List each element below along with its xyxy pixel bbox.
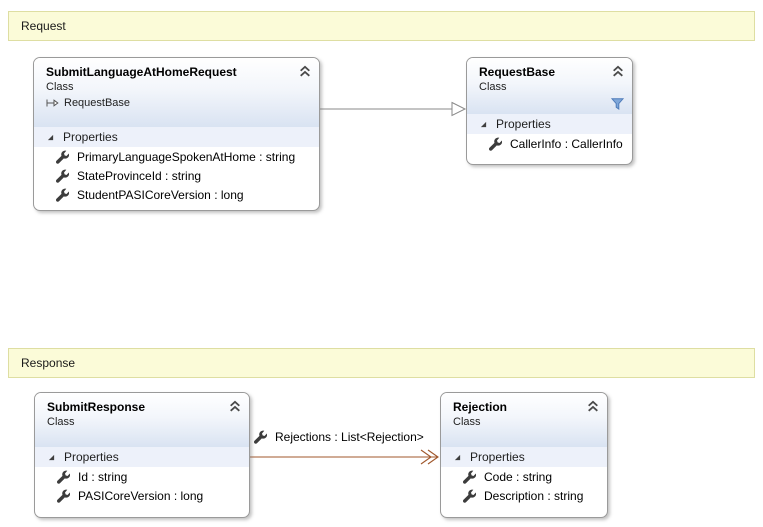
group-banner-label: Response bbox=[21, 356, 76, 370]
class-title: SubmitLanguageAtHomeRequest bbox=[46, 65, 237, 79]
wrench-icon bbox=[462, 489, 477, 503]
wrench-icon bbox=[55, 188, 70, 202]
hollow-triangle-arrowhead-icon bbox=[451, 101, 467, 117]
group-banner-response[interactable]: Response bbox=[8, 348, 755, 378]
inheritance-connector[interactable] bbox=[319, 97, 467, 121]
expander-triangle-icon bbox=[480, 121, 487, 128]
property-row[interactable]: StudentPASICoreVersion : long bbox=[34, 185, 319, 204]
collapse-chevron-icon[interactable] bbox=[585, 399, 600, 413]
association-connector[interactable] bbox=[250, 444, 442, 470]
wrench-icon bbox=[56, 470, 71, 484]
property-row[interactable]: StateProvinceId : string bbox=[34, 166, 319, 185]
wrench-icon bbox=[253, 430, 268, 444]
class-box-header[interactable]: Rejection Class bbox=[441, 393, 607, 447]
class-box-header[interactable]: RequestBase Class bbox=[467, 58, 632, 114]
properties-section-header[interactable]: Properties bbox=[34, 127, 319, 147]
class-box-rejection[interactable]: Rejection Class Properties Code : string… bbox=[440, 392, 608, 518]
class-box-submitresponse[interactable]: SubmitResponse Class Properties Id : str… bbox=[34, 392, 250, 518]
class-stereotype: Class bbox=[479, 81, 507, 93]
collapse-chevron-icon[interactable] bbox=[227, 399, 242, 413]
wrench-icon bbox=[462, 470, 477, 484]
property-row[interactable]: Description : string bbox=[441, 486, 607, 505]
section-label: Properties bbox=[63, 130, 118, 144]
property-row[interactable]: PrimaryLanguageSpokenAtHome : string bbox=[34, 147, 319, 166]
section-label: Properties bbox=[496, 117, 551, 131]
group-banner-label: Request bbox=[21, 19, 66, 33]
association-label-text: Rejections : List<Rejection> bbox=[275, 430, 424, 444]
class-box-requestbase[interactable]: RequestBase Class Properties CallerInfo … bbox=[466, 57, 633, 165]
section-label: Properties bbox=[470, 450, 525, 464]
class-stereotype: Class bbox=[46, 81, 74, 93]
property-text: CallerInfo : CallerInfo bbox=[510, 136, 623, 151]
section-label: Properties bbox=[64, 450, 119, 464]
class-box-header[interactable]: SubmitResponse Class bbox=[35, 393, 249, 447]
property-row[interactable]: Code : string bbox=[441, 467, 607, 486]
properties-section-header[interactable]: Properties bbox=[35, 447, 249, 467]
expander-triangle-icon bbox=[454, 454, 461, 461]
double-chevron-arrowhead-icon bbox=[420, 449, 439, 465]
property-text: Description : string bbox=[484, 488, 584, 503]
expander-triangle-icon bbox=[47, 134, 54, 141]
wrench-icon bbox=[488, 137, 503, 151]
wrench-icon bbox=[55, 169, 70, 183]
class-box-header[interactable]: SubmitLanguageAtHomeRequest Class Reques… bbox=[34, 58, 319, 127]
property-text: PASICoreVersion : long bbox=[78, 488, 204, 503]
property-text: Id : string bbox=[78, 469, 128, 484]
wrench-icon bbox=[56, 489, 71, 503]
class-box-submitlanguageathomerequest[interactable]: SubmitLanguageAtHomeRequest Class Reques… bbox=[33, 57, 320, 211]
collapse-chevron-icon[interactable] bbox=[610, 64, 625, 78]
properties-section-header[interactable]: Properties bbox=[441, 447, 607, 467]
class-title: RequestBase bbox=[479, 65, 556, 79]
filter-icon[interactable] bbox=[610, 97, 625, 111]
class-title: SubmitResponse bbox=[47, 400, 146, 414]
property-text: StateProvinceId : string bbox=[77, 168, 202, 183]
properties-section-header[interactable]: Properties bbox=[467, 114, 632, 134]
expander-triangle-icon bbox=[48, 454, 55, 461]
property-text: Code : string bbox=[484, 469, 553, 484]
base-type-name: RequestBase bbox=[64, 97, 131, 109]
property-row[interactable]: Id : string bbox=[35, 467, 249, 486]
base-type-row[interactable]: RequestBase bbox=[46, 97, 295, 109]
property-row[interactable]: CallerInfo : CallerInfo bbox=[467, 134, 632, 153]
class-stereotype: Class bbox=[47, 416, 75, 428]
collapse-chevron-icon[interactable] bbox=[297, 64, 312, 78]
wrench-icon bbox=[55, 150, 70, 164]
inherits-arrow-icon bbox=[46, 98, 59, 108]
group-banner-request[interactable]: Request bbox=[8, 11, 755, 41]
class-title: Rejection bbox=[453, 400, 508, 414]
property-text: PrimaryLanguageSpokenAtHome : string bbox=[77, 149, 296, 164]
property-row[interactable]: PASICoreVersion : long bbox=[35, 486, 249, 505]
class-stereotype: Class bbox=[453, 416, 481, 428]
property-text: StudentPASICoreVersion : long bbox=[77, 187, 244, 202]
association-label[interactable]: Rejections : List<Rejection> bbox=[253, 430, 424, 444]
